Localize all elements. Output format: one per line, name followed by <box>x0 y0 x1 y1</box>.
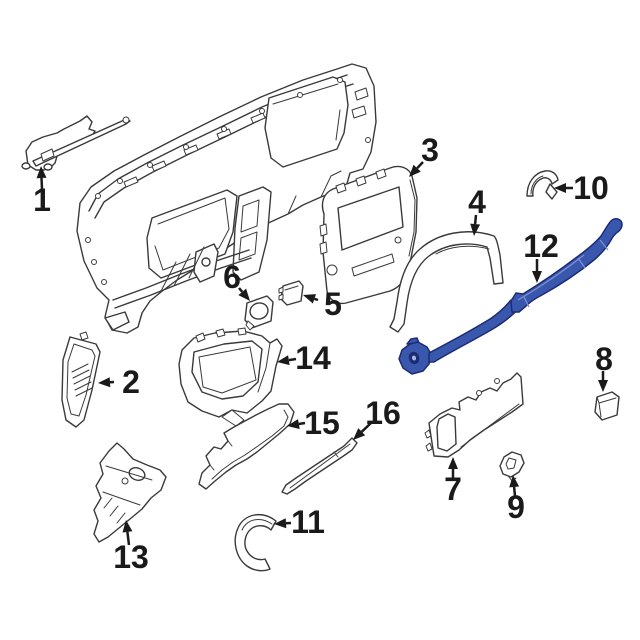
part-shape-15[interactable] <box>198 403 295 490</box>
callout-1-arrow-line <box>40 177 44 190</box>
callout-11[interactable]: 11 <box>274 504 325 540</box>
callout-3-number: 3 <box>421 132 439 168</box>
callout-3-arrowhead <box>409 164 421 177</box>
callout-9-arrowhead <box>509 475 520 488</box>
callout-16-arrow-line <box>360 422 372 433</box>
callout-12-number: 12 <box>523 228 559 264</box>
callout-4-arrow-line <box>473 214 478 225</box>
callout-12-arrowhead <box>532 271 542 283</box>
callout-16[interactable]: 16 <box>353 395 401 440</box>
callout-13-arrow-line <box>126 531 131 546</box>
part-shape-2[interactable] <box>61 331 101 428</box>
callout-9-number: 9 <box>507 489 525 525</box>
part-shape-5[interactable] <box>278 280 304 306</box>
part-shape-13[interactable] <box>93 442 167 543</box>
callout-15[interactable]: 15 <box>287 405 340 441</box>
part-shape-6[interactable] <box>244 295 274 331</box>
part-shape-11[interactable] <box>234 513 277 572</box>
callout-11-number: 11 <box>291 504 325 540</box>
callout-7-arrowhead <box>448 457 458 469</box>
callout-14-arrowhead <box>277 355 290 366</box>
callout-1[interactable]: 1 <box>33 166 51 218</box>
callout-1-arrowhead <box>36 166 47 179</box>
part-shape-10[interactable] <box>526 170 559 200</box>
callout-7-number: 7 <box>444 471 462 507</box>
part-shape-3[interactable] <box>319 165 418 305</box>
part-shape-12-highlighted[interactable] <box>398 218 623 375</box>
part-shape-8[interactable] <box>594 391 620 421</box>
callout-6-number: 6 <box>223 259 241 295</box>
callout-14-arrow-line <box>288 357 297 362</box>
callout-5[interactable]: 5 <box>303 286 342 322</box>
callout-4-number: 4 <box>468 184 486 220</box>
callout-13-number: 13 <box>113 539 149 575</box>
callout-8[interactable]: 8 <box>595 341 613 392</box>
callout-2-number: 2 <box>122 364 140 400</box>
callout-4[interactable]: 4 <box>468 184 486 236</box>
callout-14[interactable]: 14 <box>277 340 331 376</box>
callout-16-number: 16 <box>365 395 401 431</box>
callout-13[interactable]: 13 <box>113 520 149 575</box>
callout-7[interactable]: 7 <box>444 457 462 507</box>
callout-10-number: 10 <box>573 170 609 206</box>
callout-13-arrowhead <box>122 520 133 533</box>
callout-4-arrowhead <box>470 223 481 236</box>
callout-9-arrow-line <box>512 486 517 497</box>
callout-3[interactable]: 3 <box>409 132 439 177</box>
callout-5-number: 5 <box>324 286 342 322</box>
callout-15-arrowhead <box>287 419 300 429</box>
callout-8-number: 8 <box>595 341 613 377</box>
callout-3-arrow-line <box>416 161 424 170</box>
callout-11-arrowhead <box>274 518 287 529</box>
callout-10[interactable]: 10 <box>554 170 609 206</box>
callout-14-number: 14 <box>295 340 331 376</box>
part-shape-7[interactable] <box>424 372 524 458</box>
callout-6-arrow-line <box>238 287 244 293</box>
callout-5-arrow-line <box>314 297 319 302</box>
callout-9[interactable]: 9 <box>507 475 525 525</box>
callout-2[interactable]: 2 <box>98 364 140 400</box>
part-shape-1[interactable] <box>21 115 131 171</box>
part-shape-14[interactable] <box>178 327 283 427</box>
part-shape-9[interactable] <box>499 451 525 482</box>
callout-15-number: 15 <box>304 405 340 441</box>
callout-8-arrowhead <box>598 380 608 392</box>
callout-6-arrowhead <box>238 288 250 301</box>
part-shape-4[interactable] <box>389 231 504 333</box>
callout-16-arrowhead <box>353 428 366 440</box>
callout-5-arrowhead <box>303 294 316 304</box>
callout-15-arrow-line <box>298 421 306 426</box>
callout-2-arrowhead <box>98 377 111 388</box>
callout-1-number: 1 <box>33 182 51 218</box>
part-shape-16[interactable] <box>281 437 358 495</box>
callout-12[interactable]: 12 <box>523 228 559 283</box>
instrument-panel-frame <box>76 63 377 334</box>
callout-10-arrowhead <box>554 183 566 193</box>
callout-6[interactable]: 6 <box>223 259 250 301</box>
